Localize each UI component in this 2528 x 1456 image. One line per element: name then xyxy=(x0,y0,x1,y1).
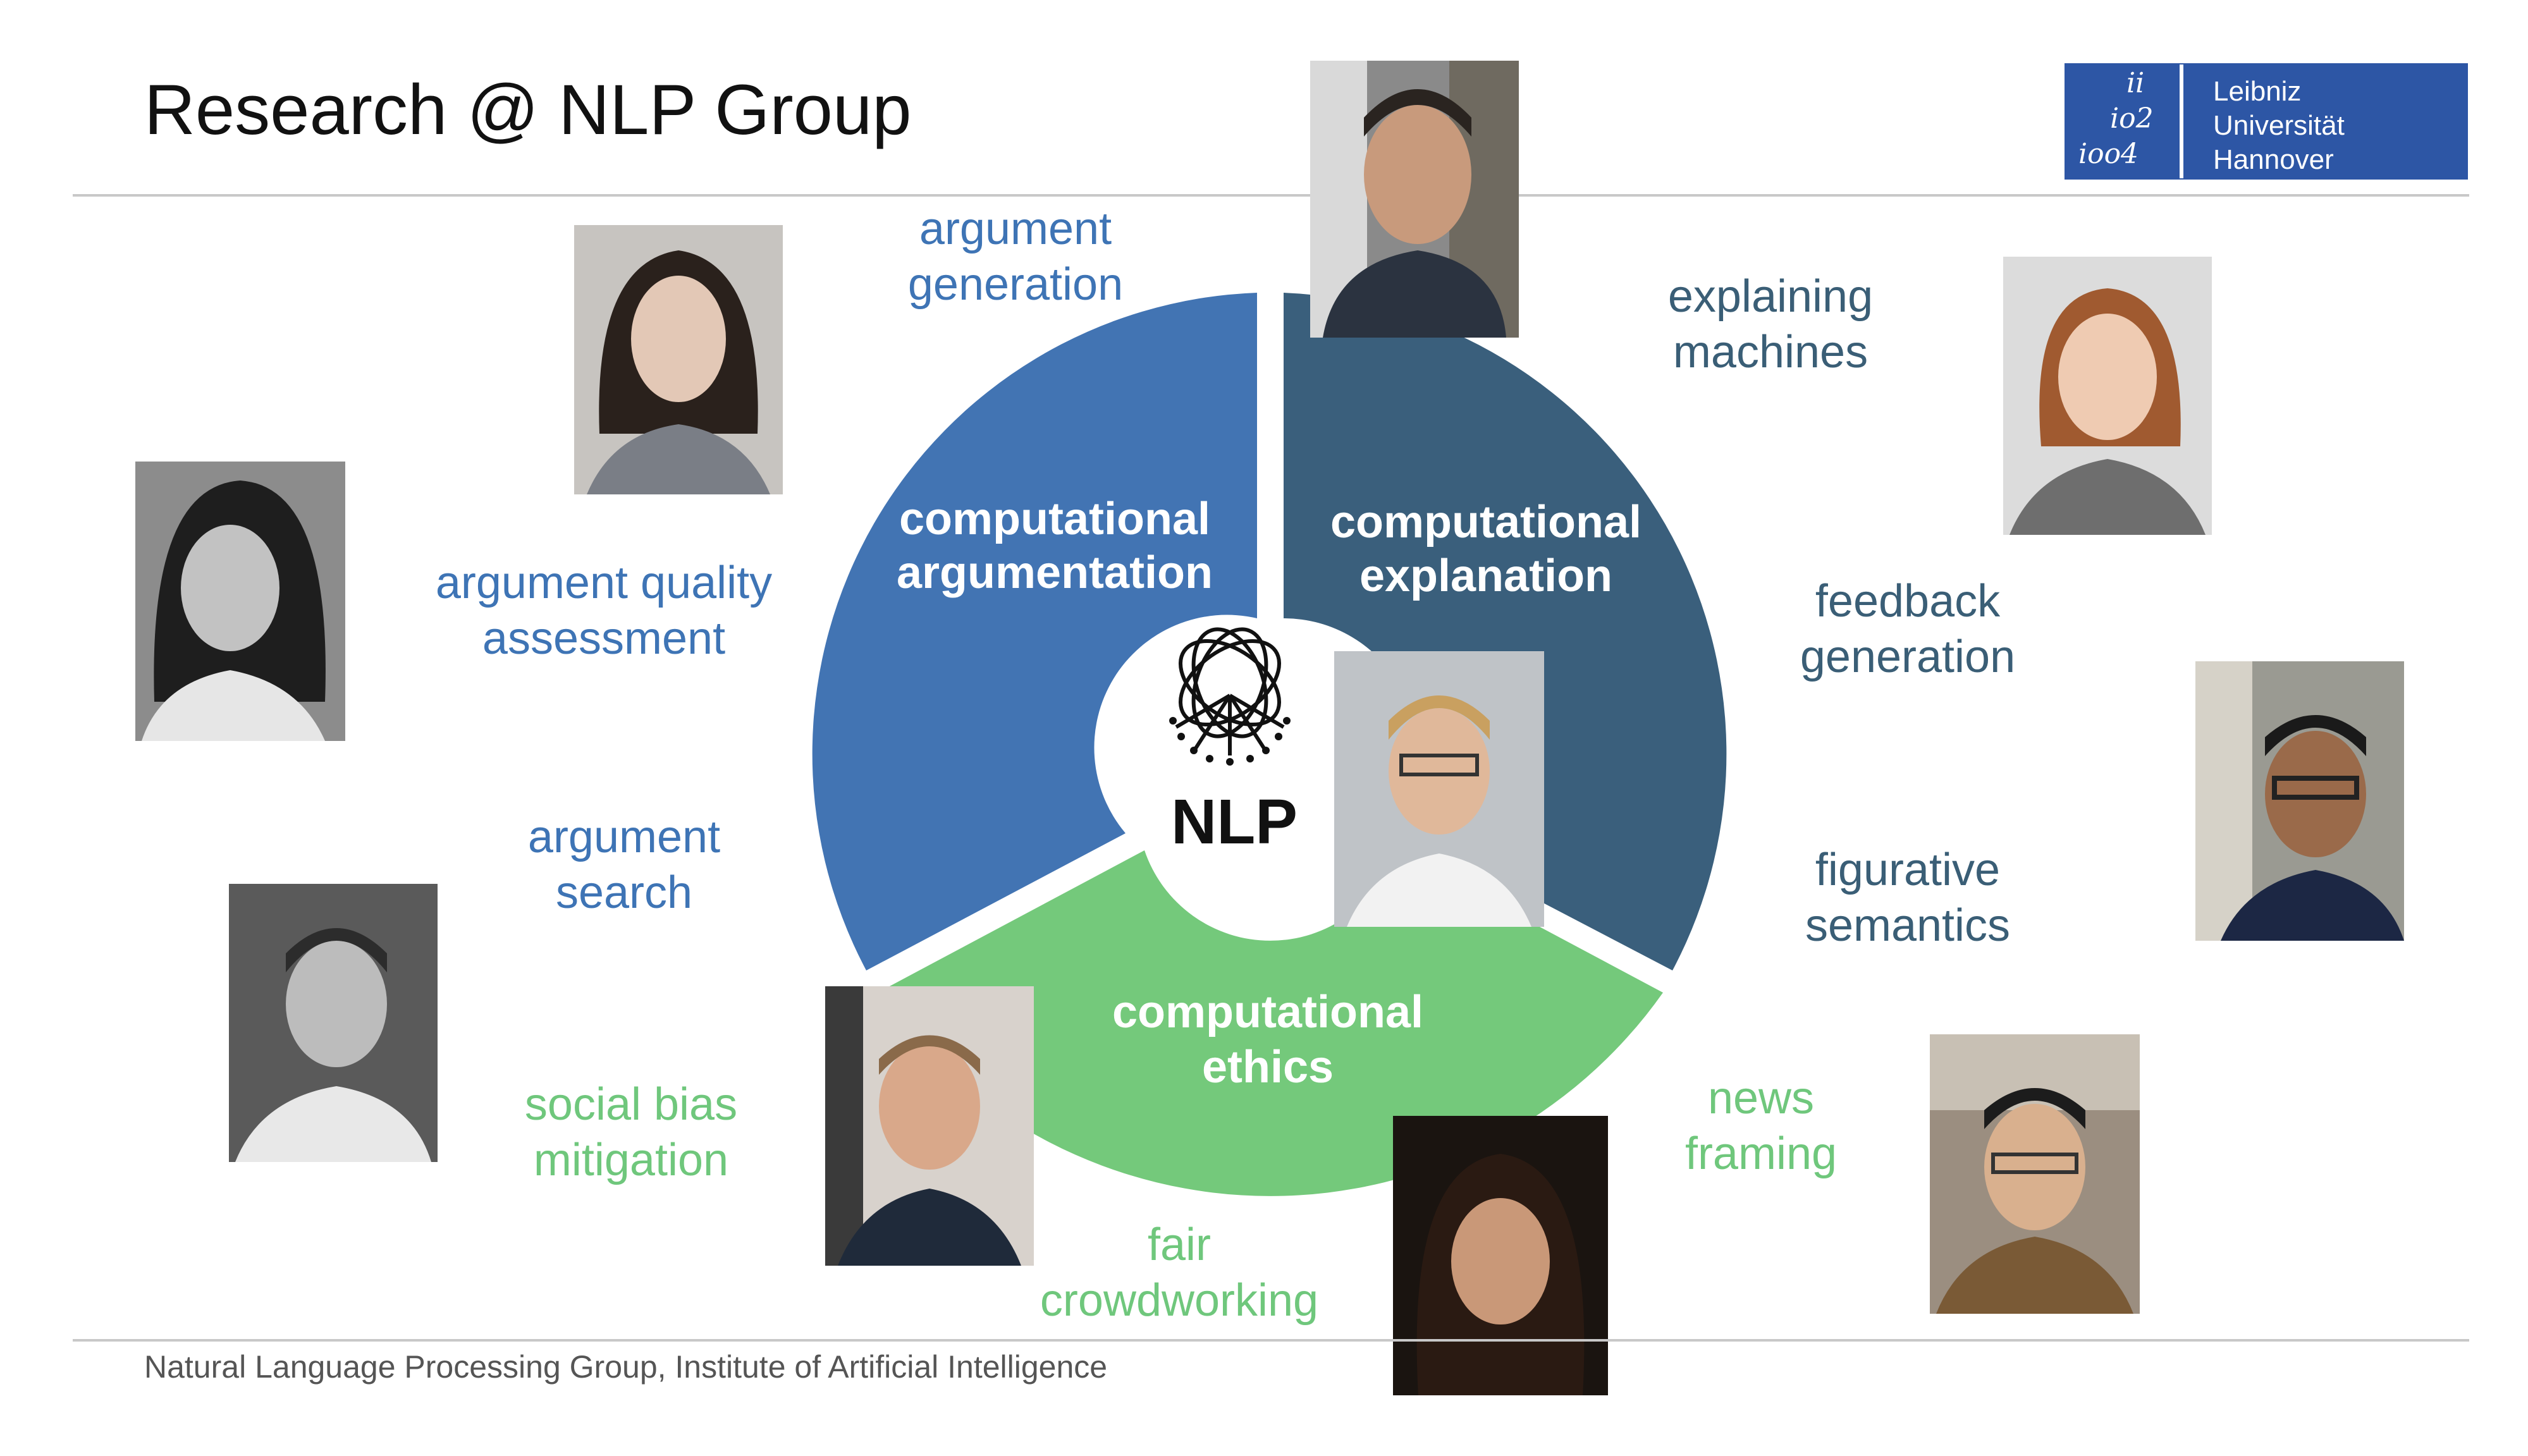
person-photo xyxy=(135,462,345,741)
person-photo xyxy=(1334,651,1544,927)
segment-explanation-label-1: computational xyxy=(1330,497,1641,548)
footer-text: Natural Language Processing Group, Insti… xyxy=(144,1349,1108,1385)
segment-argumentation xyxy=(812,293,1257,970)
segment-ethics-label-1: computational xyxy=(1112,987,1423,1037)
segment-ethics xyxy=(878,850,1663,1196)
nlp-flower-dots xyxy=(1169,717,1291,766)
page-title: Research @ NLP Group xyxy=(144,70,912,149)
person-photo xyxy=(229,884,438,1162)
logo-line: Hannover xyxy=(2213,144,2334,175)
person-photo xyxy=(2003,257,2212,535)
header-divider xyxy=(73,194,2469,197)
segment-explanation xyxy=(1284,293,1727,970)
person-photo xyxy=(1393,1116,1608,1395)
segment-explanation-label-2: explanation xyxy=(1359,551,1612,601)
segment-argumentation-label-1: computational xyxy=(899,494,1210,544)
person-photo xyxy=(574,225,783,494)
logo-line: Leibniz xyxy=(2213,76,2302,107)
nlp-center-label: NLP xyxy=(1171,786,1298,857)
logo-text: Leibniz Universität Hannover xyxy=(2213,75,2345,177)
person-photo xyxy=(1930,1034,2140,1314)
person-photo xyxy=(2195,661,2404,941)
nlp-flower-icon xyxy=(1175,627,1285,756)
footer-divider xyxy=(73,1339,2469,1342)
logo-mark-icon: ii io2 ioo4 xyxy=(2066,64,2183,178)
person-photo xyxy=(1310,61,1519,338)
segment-argumentation-label-2: argumentation xyxy=(897,548,1213,598)
person-photo xyxy=(825,986,1034,1266)
segment-ethics-label-2: ethics xyxy=(1202,1042,1334,1092)
logo-line: Universität xyxy=(2213,110,2345,141)
